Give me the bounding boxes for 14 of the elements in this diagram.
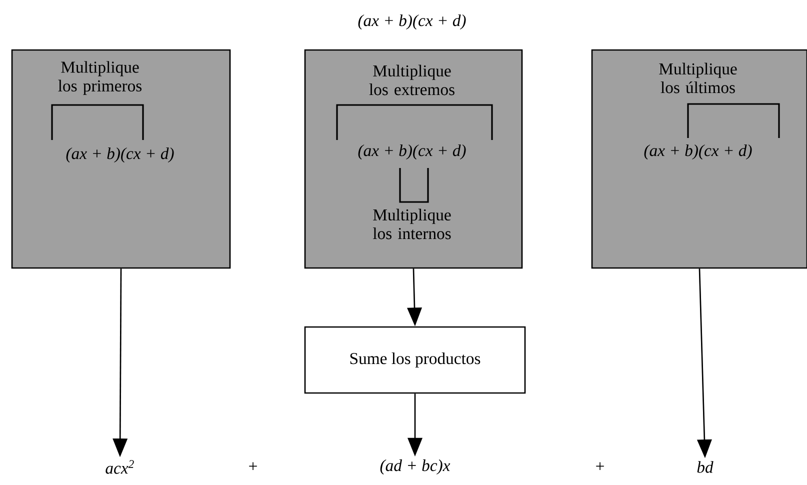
- expression: (ax + b)(cx + d): [66, 147, 174, 163]
- result-term: acx$^{2}$: [106, 460, 134, 474]
- instruction-text: Multiplique los extremos: [369, 64, 454, 96]
- instruction-text: Multiplique los últimos: [659, 62, 737, 94]
- result-term: (ad + bc)x: [380, 459, 450, 475]
- instruction-text: Multiplique los primeros: [58, 61, 142, 95]
- expression: (ax + b)(cx + d): [358, 14, 466, 30]
- instruction-text: Multiplique los internos: [373, 208, 451, 240]
- expression: (ax + b)(cx + d): [644, 144, 752, 160]
- process-box: Sume los productos: [304, 326, 526, 394]
- plus-sign: +: [596, 462, 604, 470]
- result-term: bd: [697, 461, 714, 473]
- plus-sign: +: [249, 462, 257, 470]
- expression: (ax + b)(cx + d): [358, 144, 466, 160]
